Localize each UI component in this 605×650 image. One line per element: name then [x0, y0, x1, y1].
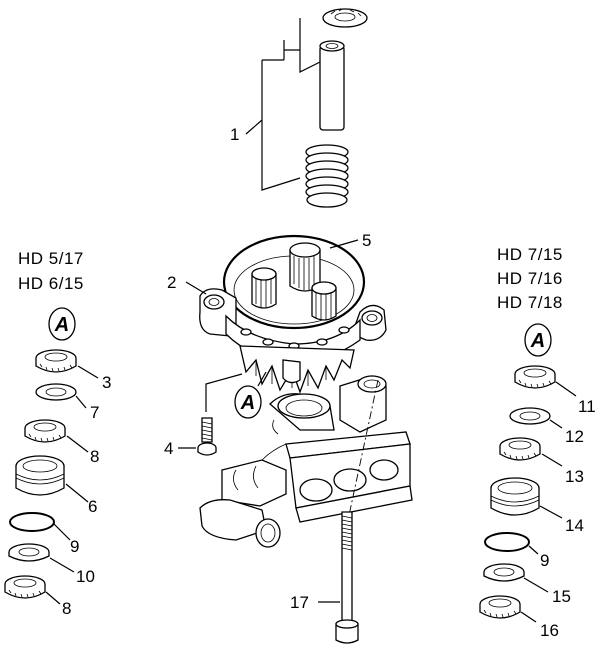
model-label-hd-6-15: HD 6/15: [18, 274, 84, 293]
right-sleeve-14: [490, 477, 540, 516]
badge-a-left-letter: A: [54, 314, 69, 336]
badge-a-center-letter: A: [240, 392, 255, 414]
left-washer-7: [35, 383, 77, 401]
leader-8-lower: [45, 591, 61, 605]
alignment-axis: [347, 379, 379, 521]
left-sleeve-6: [15, 455, 65, 496]
callout-1: 1: [230, 125, 239, 144]
right-seal-ring-16: [479, 595, 521, 619]
cylinder-block: [199, 375, 413, 548]
model-label-hd-7-16: HD 7/16: [497, 269, 563, 288]
callout-6: 6: [88, 497, 97, 516]
leader-10: [49, 557, 75, 573]
model-label-hd-7-15: HD 7/15: [497, 245, 563, 264]
left-seal-ring-8-upper: [24, 419, 66, 443]
right-washer-15: [483, 563, 525, 582]
callout-8-upper: 8: [90, 447, 99, 466]
callout-7: 7: [90, 403, 99, 422]
callout-3: 3: [102, 373, 111, 392]
leader-14: [539, 505, 563, 519]
leader-9-left: [53, 523, 71, 541]
callout-16: 16: [540, 621, 559, 640]
right-o-ring-9: [484, 532, 530, 552]
leader-5: [329, 239, 359, 249]
callout-10: 10: [76, 567, 95, 586]
left-o-ring-9: [9, 512, 55, 532]
leader-15: [523, 577, 549, 593]
leader-13: [541, 453, 563, 467]
leader-4-screw: [205, 373, 243, 412]
leader-7: [75, 395, 87, 409]
badge-a-center: A: [234, 385, 262, 419]
long-bolt: [335, 511, 359, 644]
leader-a-center: [257, 371, 267, 387]
badge-a-right: A: [524, 323, 552, 357]
cap-washer: [322, 8, 368, 28]
pump-housing: [199, 288, 387, 394]
callout-13: 13: [565, 467, 584, 486]
callout-5: 5: [362, 231, 371, 250]
model-label-hd-7-18: HD 7/18: [497, 293, 563, 312]
leader-1: [245, 18, 321, 191]
leader-3: [77, 365, 99, 379]
left-washer-10: [8, 543, 50, 562]
callout-14: 14: [565, 516, 584, 535]
right-washer-12: [509, 407, 551, 425]
right-seal-ring-13: [499, 437, 541, 461]
leader-9-right: [528, 545, 539, 555]
callout-12: 12: [565, 427, 584, 446]
badge-a-right-letter: A: [530, 330, 545, 352]
callout-9-right: 9: [540, 551, 549, 570]
callout-2: 2: [167, 273, 176, 292]
badge-a-left: A: [48, 307, 76, 341]
swash-plate-assembly: [222, 234, 366, 330]
piston-rod: [319, 40, 345, 131]
right-seal-ring-11: [514, 365, 556, 389]
piston-spring: [305, 144, 349, 208]
leader-8-upper: [66, 435, 89, 453]
callout-15: 15: [552, 587, 571, 606]
leader-6: [65, 483, 89, 503]
leader-16: [520, 611, 537, 623]
leader-11: [555, 381, 577, 397]
callout-11: 11: [578, 397, 596, 416]
callout-9-left: 9: [70, 537, 79, 556]
callout-4: 4: [164, 439, 173, 458]
screw: [197, 417, 217, 456]
model-label-hd-5-17: HD 5/17: [18, 249, 84, 268]
left-seal-ring-3: [35, 349, 77, 373]
leader-2: [185, 281, 207, 295]
callout-17: 17: [290, 593, 309, 612]
callout-8-lower: 8: [62, 599, 71, 618]
leader-12: [549, 419, 563, 429]
left-seal-ring-8-lower: [4, 575, 46, 599]
